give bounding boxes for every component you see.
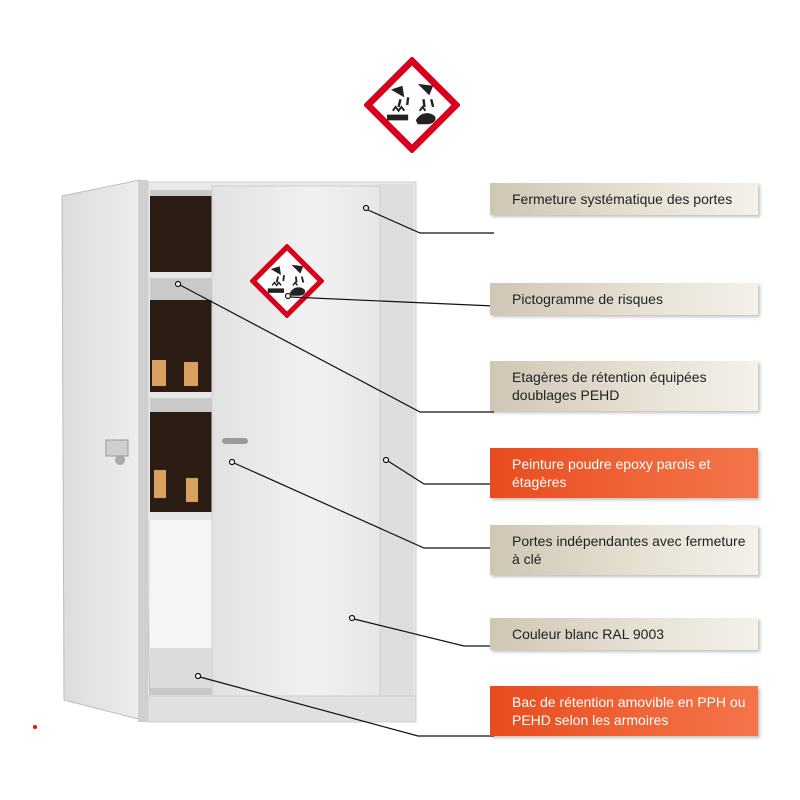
label-retention-shelves: Etagères de rétention équipées doublages… xyxy=(490,361,758,411)
corrosive-hazard-icon-top xyxy=(368,61,456,149)
label-retention-tray: Bac de rétention amovible en PPH ou PEHD… xyxy=(490,686,758,736)
label-independent-doors: Portes indépendantes avec fermeture à cl… xyxy=(490,525,758,575)
leader-lines xyxy=(174,204,495,737)
red-dot xyxy=(33,725,37,729)
label-white-color: Couleur blanc RAL 9003 xyxy=(490,618,758,650)
label-door-closure: Fermeture systématique des portes xyxy=(490,183,758,215)
label-hazard-pictogram: Pictogramme de risques xyxy=(490,283,758,315)
label-epoxy-paint: Peinture poudre epoxy parois et étagères xyxy=(490,448,758,498)
